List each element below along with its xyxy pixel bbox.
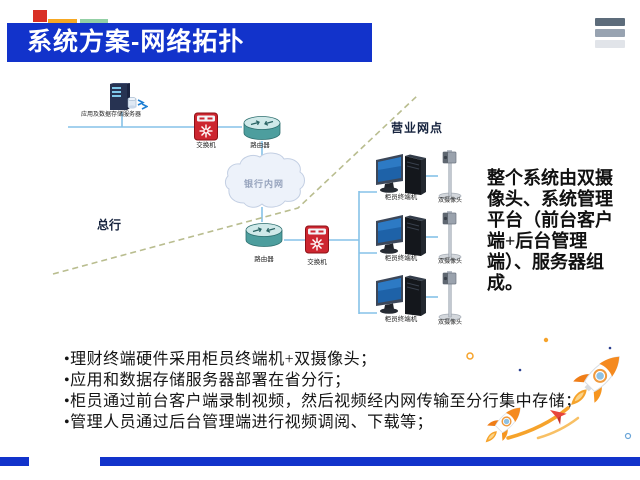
menu-bar-1 (595, 18, 625, 26)
cloud-label: 银行内网 (243, 179, 284, 189)
terminal-label: 柜员终端机 (384, 255, 418, 262)
router-label: 路由器 (254, 256, 274, 263)
bullet-list: •理财终端硬件采用柜员终端机+双摄像头； •应用和数据存储服务器部署在省分行； … (64, 349, 624, 433)
cloud-shape (222, 151, 306, 218)
zone-label-branch: 营业网点 (391, 121, 444, 135)
switch-icon (194, 112, 218, 147)
camera-icon (437, 150, 463, 205)
bullet-item: •理财终端硬件采用柜员终端机+双摄像头； (64, 351, 377, 368)
terminal-icon (376, 153, 428, 202)
switch-label: 交换机 (196, 142, 216, 149)
decor-green-bar (80, 19, 108, 23)
camera-label: 双摄像头 (437, 320, 462, 326)
side-note-line: 平台（前台客户 (487, 210, 613, 230)
zone-label-headquarters: 总行 (97, 218, 122, 232)
camera-label: 双摄像头 (437, 259, 462, 265)
slide-title-bar: 系统方案-网络拓扑 (7, 23, 372, 62)
terminal-label: 柜员终端机 (384, 194, 418, 201)
terminal-icon (376, 274, 428, 323)
menu-bar-3 (595, 40, 625, 48)
camera-label: 双摄像头 (437, 198, 462, 204)
side-note-line: 整个系统由双摄 (487, 168, 613, 188)
side-note-line: 端）、服务器组 (487, 252, 604, 272)
footer-bar-left (0, 457, 29, 466)
router-icon (242, 114, 282, 147)
switch-label: 交换机 (307, 259, 327, 266)
side-note-line: 成。 (487, 273, 523, 293)
decor-orange-bar (48, 19, 77, 23)
side-note-line: 端+后台管理 (487, 231, 588, 251)
bullet-item: •管理人员通过后台管理端进行视频调阅、下载等； (64, 414, 434, 431)
side-note-text: 整个系统由双摄 像头、系统管理 平台（前台客户 端+后台管理 端）、服务器组 成… (487, 168, 637, 294)
terminal-label: 柜员终端机 (384, 316, 418, 323)
page-title: 系统方案-网络拓扑 (27, 28, 245, 56)
menu-bar-2 (595, 29, 625, 37)
bullet-item: •应用和数据存储服务器部署在省分行； (64, 372, 351, 389)
server-label: 应用及数据存储服务器 (81, 112, 142, 118)
router-label: 路由器 (250, 142, 270, 149)
side-note-line: 像头、系统管理 (487, 189, 613, 209)
decor-red-square (33, 10, 47, 22)
router-icon (244, 221, 284, 254)
footer-bar-right (100, 457, 640, 466)
terminal-icon (376, 214, 428, 263)
camera-icon (437, 211, 463, 266)
bullet-item: •柜员通过前台客户端录制视频，然后视频经内网传输至分行集中存储； (64, 393, 582, 410)
server-icon (104, 83, 149, 118)
camera-icon (437, 271, 463, 326)
menu-icon[interactable] (595, 18, 625, 51)
switch-icon (305, 225, 329, 260)
